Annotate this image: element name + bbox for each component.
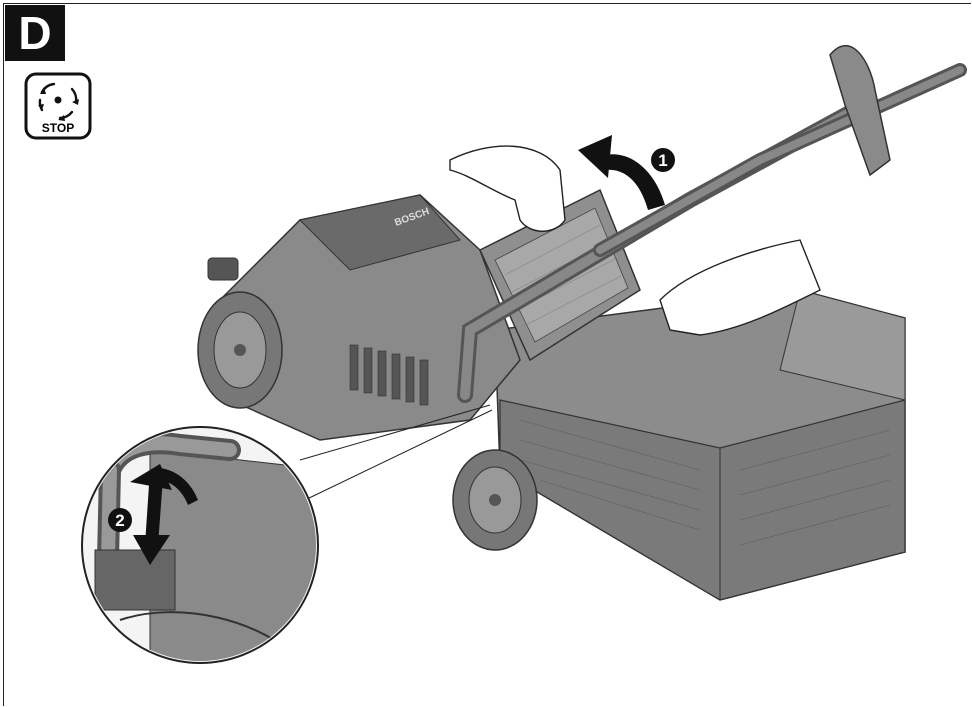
detail-inset: 2: [81, 426, 319, 664]
double-arrow-up-down-icon: [130, 464, 198, 565]
mower-handle: [457, 45, 967, 403]
stop-icon-label: STOP: [42, 121, 74, 135]
figure-frame: [3, 3, 971, 706]
blade-stop-icon: STOP: [24, 72, 92, 140]
hand-on-grass-box: [659, 239, 821, 336]
step-1-number: 1: [658, 151, 667, 170]
mower-body: BOSCH: [207, 194, 521, 441]
hand-lifting-flap: [449, 145, 566, 232]
front-wheel: [197, 291, 283, 409]
rear-wheel: [452, 449, 538, 551]
step-2-badge: 2: [108, 508, 132, 532]
section-letter-label: D: [5, 5, 65, 61]
curved-arrow-up-icon: [578, 135, 665, 210]
step-1-badge: 1: [651, 148, 675, 172]
step-2-number: 2: [115, 511, 124, 530]
